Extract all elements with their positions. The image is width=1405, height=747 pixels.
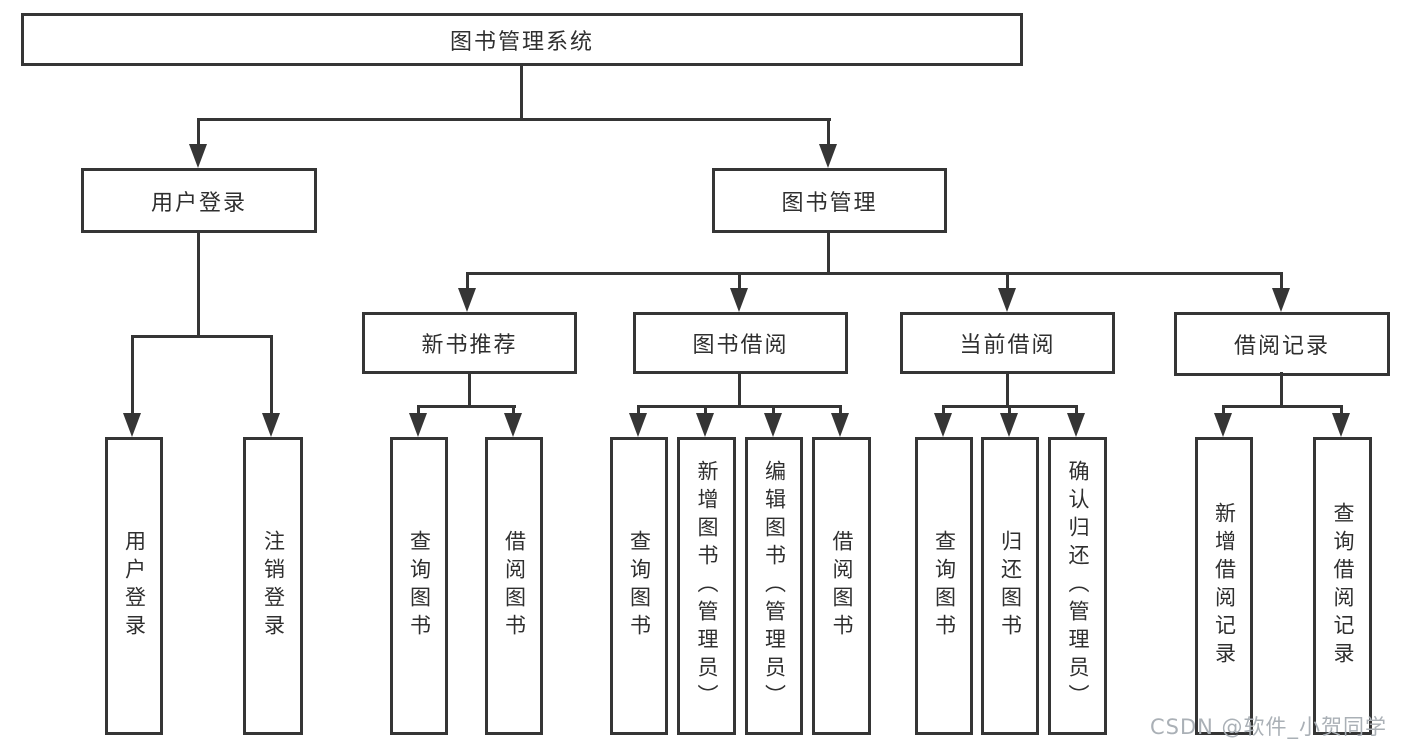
arrowhead-down-icon: [262, 413, 280, 437]
arrowhead-down-icon: [1332, 413, 1350, 437]
connector-drop-new-book: [466, 272, 469, 292]
arrowhead-down-icon: [1067, 413, 1085, 437]
node-user-login-label: 用户登录: [150, 190, 247, 216]
connector-drop-bw-add: [704, 405, 707, 417]
connector-drop-nb-borrow: [512, 405, 515, 417]
leaf-user-login: 用户登录: [105, 437, 163, 735]
arrowhead-down-icon: [819, 144, 837, 168]
connector-new-book-bar: [417, 405, 516, 408]
leaf-current-return-books-label: 归还图书: [998, 530, 1023, 642]
node-book-management-label: 图书管理: [781, 190, 878, 216]
connector-book-borrow-stem: [738, 372, 741, 408]
leaf-newbook-borrow-books: 借阅图书: [485, 437, 543, 735]
arrowhead-down-icon: [123, 413, 141, 437]
arrowhead-down-icon: [409, 413, 427, 437]
arrowhead-down-icon: [458, 288, 476, 312]
connector-drop-bw-edit: [772, 405, 775, 417]
leaf-user-login-label: 用户登录: [122, 530, 147, 642]
leaf-borrow-edit-books-admin: 编辑图书（管理员）: [745, 437, 803, 735]
connector-drop-rc-query: [1340, 405, 1343, 417]
node-borrow-records: 借阅记录: [1174, 312, 1390, 376]
connector-drop-user-login: [197, 118, 200, 148]
connector-drop-borrow-records: [1280, 272, 1283, 292]
node-book-management: 图书管理: [712, 168, 947, 233]
leaf-newbook-query-books: 查询图书: [390, 437, 448, 735]
node-root-label: 图书管理系统: [449, 29, 594, 55]
connector-drop-book-borrow: [738, 272, 741, 292]
connector-drop-bw-query: [637, 405, 640, 417]
arrowhead-down-icon: [629, 413, 647, 437]
leaf-records-add-record: 新增借阅记录: [1195, 437, 1253, 735]
leaf-borrow-edit-books-admin-label: 编辑图书（管理员）: [762, 460, 787, 712]
leaf-borrow-query-books-label: 查询图书: [627, 530, 652, 642]
arrowhead-down-icon: [1272, 288, 1290, 312]
arrowhead-down-icon: [504, 413, 522, 437]
connector-drop-cb-confirm: [1075, 405, 1078, 417]
arrowhead-down-icon: [934, 413, 952, 437]
connector-user-login-bar: [131, 335, 273, 338]
leaf-records-query-record: 查询借阅记录: [1313, 437, 1372, 735]
leaf-current-query-books: 查询图书: [915, 437, 973, 735]
leaf-records-query-record-label: 查询借阅记录: [1331, 502, 1355, 670]
arrowhead-down-icon: [696, 413, 714, 437]
connector-drop-cb-return: [1008, 405, 1011, 417]
connector-drop-bw-borrow: [839, 405, 842, 417]
connector-book-mgmt-stem: [827, 231, 830, 275]
arrowhead-down-icon: [831, 413, 849, 437]
leaf-borrow-add-books-admin-label: 新增图书（管理员）: [695, 460, 719, 712]
leaf-newbook-query-books-label: 查询图书: [407, 530, 432, 642]
connector-borrow-records-stem: [1280, 372, 1283, 408]
leaf-current-confirm-return-admin-label: 确认归还（管理员）: [1066, 460, 1090, 712]
node-current-borrow: 当前借阅: [900, 312, 1115, 374]
leaf-newbook-borrow-books-label: 借阅图书: [502, 530, 527, 642]
arrowhead-down-icon: [1000, 413, 1018, 437]
arrowhead-down-icon: [998, 288, 1016, 312]
leaf-records-add-record-label: 新增借阅记录: [1212, 502, 1237, 670]
connector-drop-book-mgmt: [827, 118, 830, 148]
connector-drop-cb-query: [942, 405, 945, 417]
connector-root-stem: [520, 64, 523, 120]
node-borrow-records-label: 借阅记录: [1233, 334, 1330, 359]
connector-level3-bar: [466, 272, 1283, 275]
node-new-book-recommend: 新书推荐: [362, 312, 577, 374]
connector-drop-ul-logout: [270, 335, 273, 415]
node-book-borrow: 图书借阅: [633, 312, 848, 374]
arrowhead-down-icon: [730, 288, 748, 312]
connector-user-login-stem: [197, 230, 200, 338]
connector-drop-nb-query: [417, 405, 420, 417]
connector-drop-ul-login: [131, 335, 134, 415]
leaf-borrow-add-books-admin: 新增图书（管理员）: [677, 437, 736, 735]
connector-borrow-records-bar: [1222, 405, 1343, 408]
leaf-current-return-books: 归还图书: [981, 437, 1039, 735]
node-current-borrow-label: 当前借阅: [959, 333, 1056, 358]
leaf-borrow-borrow-books: 借阅图书: [812, 437, 871, 735]
arrowhead-down-icon: [189, 144, 207, 168]
leaf-logout-label: 注销登录: [261, 530, 286, 642]
connector-new-book-stem: [468, 372, 471, 408]
arrowhead-down-icon: [764, 413, 782, 437]
connector-book-borrow-bar: [637, 405, 842, 408]
arrowhead-down-icon: [1214, 413, 1232, 437]
node-book-borrow-label: 图书借阅: [692, 333, 789, 358]
connector-drop-current-borrow: [1006, 272, 1009, 292]
connector-drop-rc-add: [1222, 405, 1225, 417]
node-root: 图书管理系统: [21, 13, 1023, 66]
connector-current-borrow-stem: [1006, 372, 1009, 408]
leaf-borrow-query-books: 查询图书: [610, 437, 668, 735]
csdn-watermark: CSDN @软件_小贺同学: [1150, 715, 1388, 739]
leaf-current-query-books-label: 查询图书: [932, 530, 957, 642]
connector-level2-bar: [197, 118, 831, 121]
leaf-current-confirm-return-admin: 确认归还（管理员）: [1048, 437, 1107, 735]
node-user-login: 用户登录: [81, 168, 317, 233]
leaf-logout: 注销登录: [243, 437, 303, 735]
leaf-borrow-borrow-books-label: 借阅图书: [830, 530, 854, 642]
node-new-book-recommend-label: 新书推荐: [421, 333, 518, 358]
